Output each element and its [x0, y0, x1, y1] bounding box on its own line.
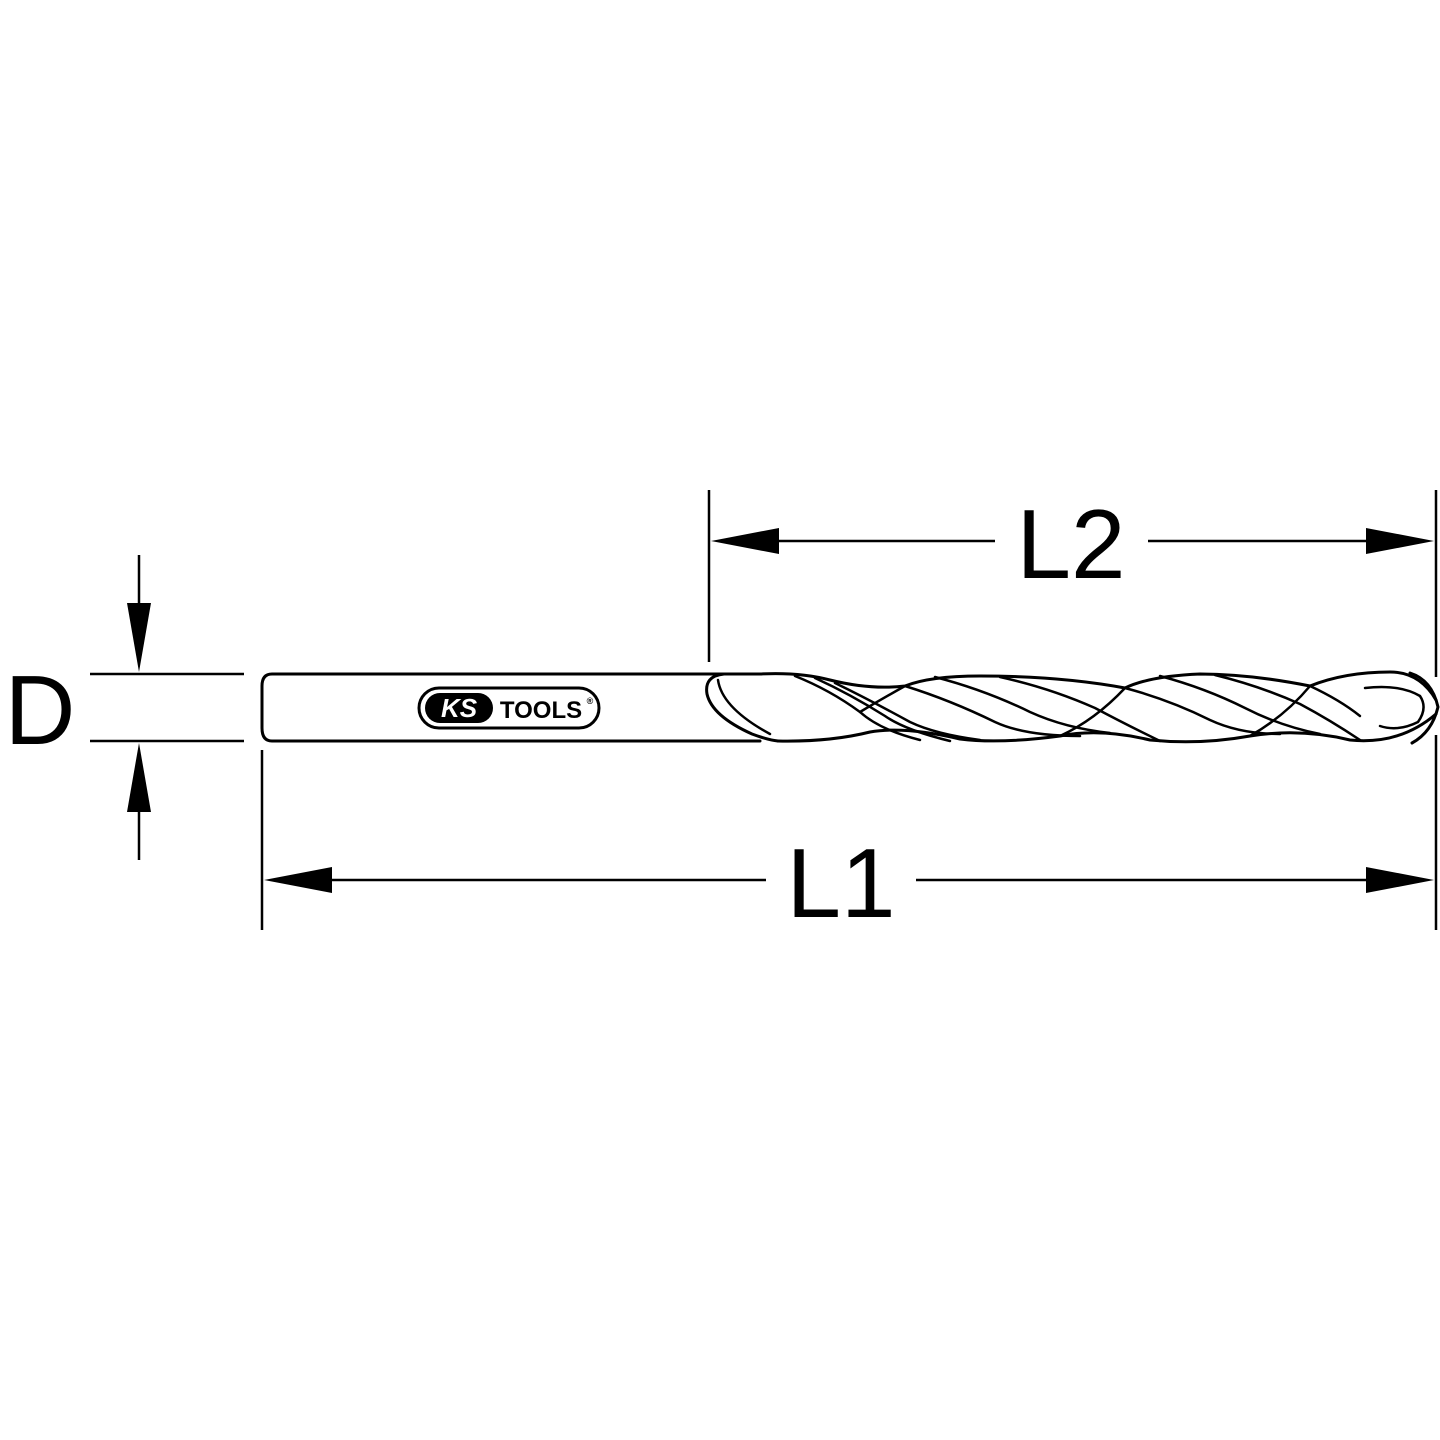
logo-ks-badge	[425, 693, 493, 723]
helix-line-4	[903, 684, 1082, 738]
helix-line-6	[998, 675, 1162, 743]
drill-point	[1408, 671, 1440, 745]
ks-tools-logo: KS TOOLS ®	[417, 686, 601, 730]
logo-registered-mark: ®	[587, 696, 594, 706]
total-length-label: L1	[786, 828, 895, 938]
flute-runout-inner	[716, 678, 772, 736]
helix-line-10	[1308, 684, 1362, 718]
helix-line-2	[813, 676, 952, 743]
flute-cross-1	[858, 684, 907, 714]
helix-line-7	[1123, 686, 1282, 736]
helix-line-3	[833, 681, 982, 742]
l2-arrowhead-left	[711, 528, 779, 554]
dimension-total-length	[260, 735, 1438, 930]
d-arrowhead-top	[127, 603, 151, 672]
diameter-label: D	[5, 655, 76, 765]
helix-line-9	[1213, 673, 1362, 742]
flute-cross-3	[1248, 684, 1312, 738]
flute-length-label: L2	[1016, 489, 1125, 599]
drill-point-inner	[1363, 685, 1425, 730]
helix-line-5	[933, 675, 1112, 735]
d-arrowhead-bottom	[127, 743, 151, 812]
logo-brand-ks: KS	[441, 693, 478, 723]
helix-line-8	[1158, 674, 1322, 736]
drill-body-bottom-edge	[776, 712, 1438, 744]
drill-bit	[260, 670, 1440, 745]
drill-shank	[260, 672, 762, 743]
dimension-diameter	[90, 555, 244, 860]
l2-arrowhead-right	[1366, 528, 1434, 554]
flute-cross-2	[1058, 686, 1127, 738]
flute-runout	[705, 672, 780, 743]
logo-brand-tools: TOOLS	[500, 697, 582, 724]
l1-arrowhead-right	[1366, 867, 1434, 893]
dimension-flute-length	[707, 490, 1438, 677]
l1-arrowhead-left	[264, 867, 332, 893]
